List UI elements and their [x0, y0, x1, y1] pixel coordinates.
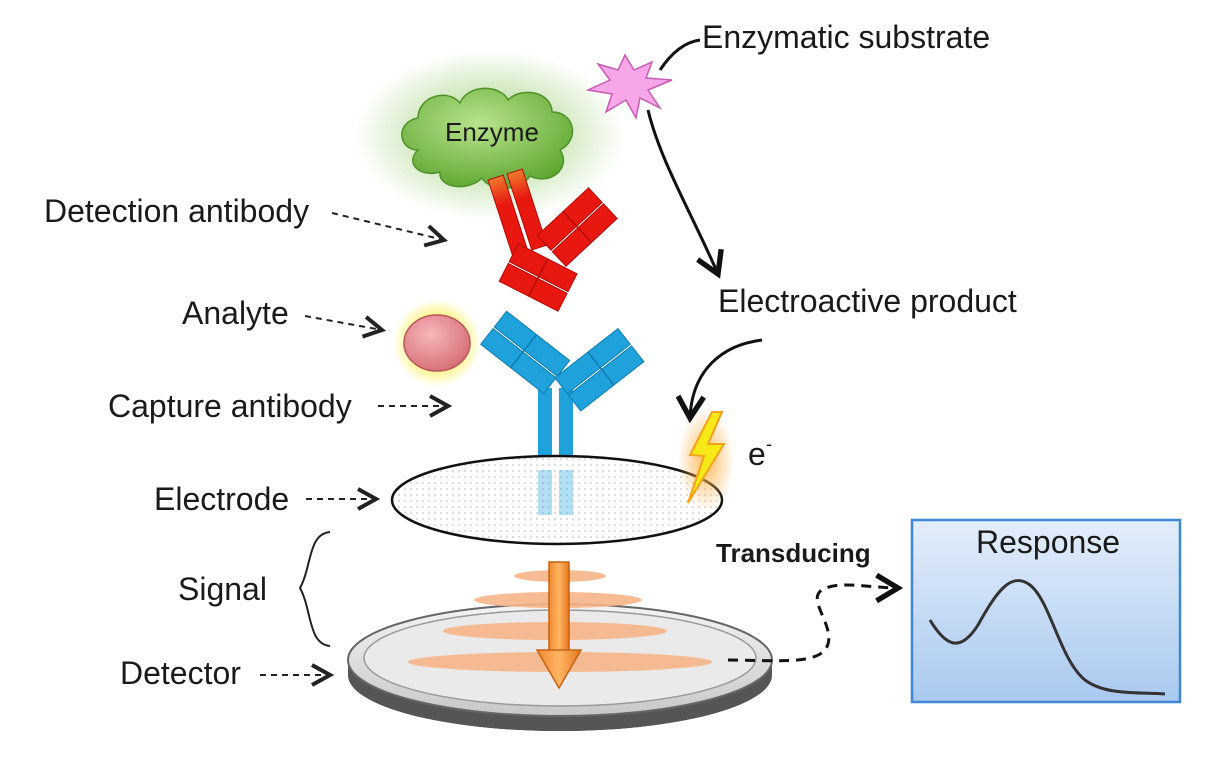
- response-curve: [928, 579, 1166, 696]
- capture-antibody-label: Capture antibody: [108, 388, 352, 424]
- transducing-label: Transducing: [716, 538, 871, 568]
- electroactive-product-label: Electroactive product: [718, 283, 1017, 319]
- response-panel: Response: [910, 518, 1182, 704]
- substrate-to-product-arrow: [646, 109, 718, 274]
- response-label: Response: [976, 524, 1120, 560]
- detection-antibody-pointer: [331, 212, 444, 240]
- analyte: [393, 299, 481, 387]
- analyte-pointer: [304, 315, 382, 330]
- detector-label: Detector: [120, 655, 241, 691]
- product-to-electrode-arrow: [690, 338, 763, 418]
- enzymatic-substrate-label: Enzymatic substrate: [702, 19, 990, 55]
- enzymatic-substrate-star: [585, 53, 673, 121]
- electron-bolt-icon: [678, 408, 734, 512]
- detection-antibody-label: Detection antibody: [44, 193, 309, 229]
- transducing-arrow: [727, 585, 898, 663]
- detection-antibody: [487, 168, 618, 312]
- enzyme-label: Enzyme: [445, 117, 539, 147]
- signal-down-arrow: [535, 561, 583, 690]
- electrode-label: Electrode: [154, 481, 289, 517]
- signal-label: Signal: [178, 571, 267, 607]
- electron-label: e: [748, 436, 766, 472]
- electron-charge-label: -: [766, 434, 772, 454]
- substrate-connector-line: [658, 38, 701, 71]
- electrode-disc: [390, 454, 724, 546]
- enzyme: Enzyme: [355, 50, 625, 220]
- analyte-label: Analyte: [182, 295, 289, 331]
- signal-brace: [298, 531, 331, 647]
